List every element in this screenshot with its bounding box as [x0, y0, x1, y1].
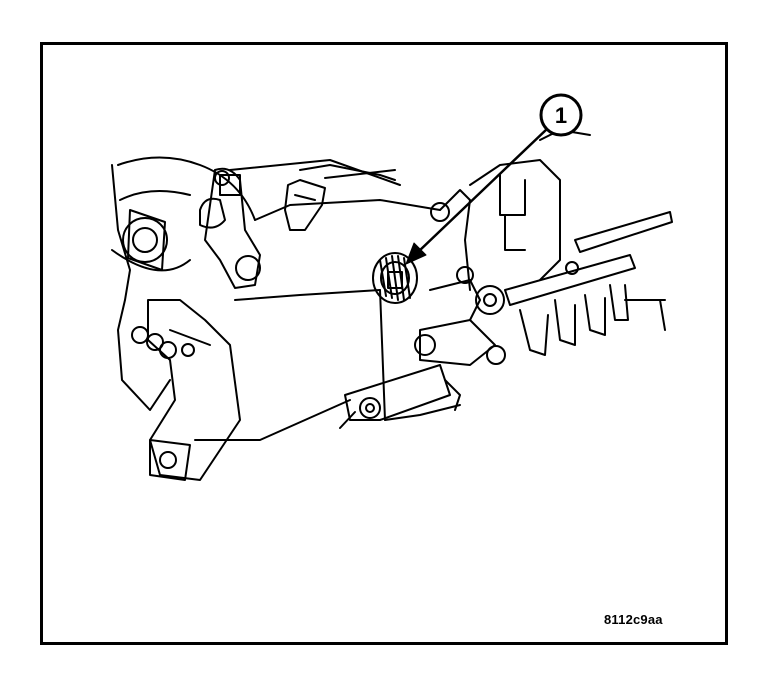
callout-bubble — [539, 93, 583, 137]
clip-bracket — [284, 179, 326, 231]
callout-leader — [405, 126, 550, 265]
diagram-frame — [40, 42, 728, 645]
upper-arm — [204, 167, 261, 289]
figure-code: 8112c9aa — [604, 612, 663, 627]
threaded-plug — [372, 252, 418, 304]
right-housing — [430, 129, 591, 291]
cylinder-block — [194, 159, 441, 441]
shift-lever — [339, 279, 506, 429]
mounting-bracket — [131, 299, 241, 481]
shift-rail — [504, 211, 673, 356]
callout-number: 1 — [555, 103, 567, 128]
housing-lower — [384, 299, 666, 421]
